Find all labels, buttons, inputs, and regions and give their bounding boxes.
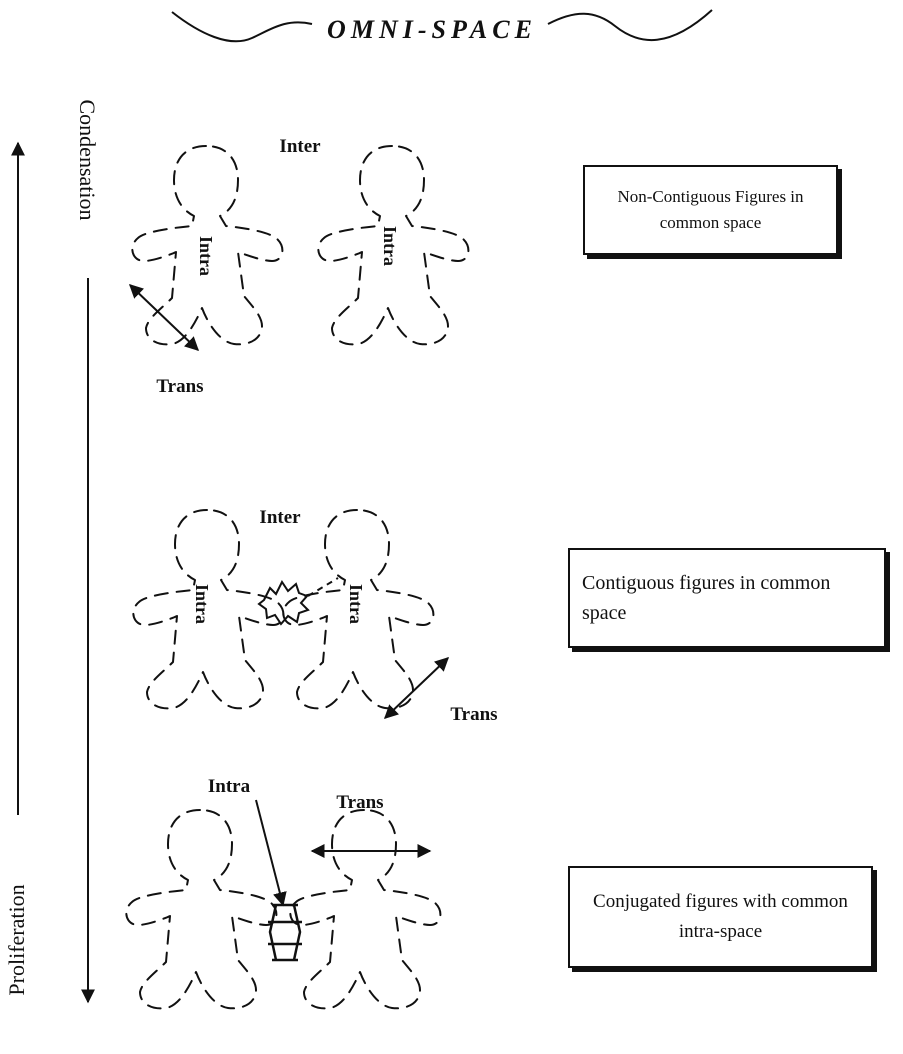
label-trans-1: Trans — [156, 376, 203, 397]
panel-2-figures: Inter Intra Intra Trans — [132, 507, 498, 725]
panel-3-figures: Intra Trans — [125, 776, 442, 1010]
figure-3-right — [289, 809, 442, 1010]
caption-box-1: Non-Contiguous Figures in common space — [583, 165, 838, 255]
caption-box-2: Contiguous figures in common space — [568, 548, 886, 648]
axis-label-proliferation: Proliferation — [4, 884, 29, 995]
trans-arrow-2 — [383, 657, 450, 719]
label-trans-3: Trans — [336, 792, 383, 813]
axis-label-condensation: Condensation — [75, 100, 100, 221]
label-inter-1: Inter — [279, 136, 321, 157]
title-banner: OMNI-SPACE — [171, 9, 713, 44]
figure-3-left — [125, 809, 278, 1010]
title-wave-right — [547, 9, 713, 42]
label-intra-2-left: Intra — [192, 584, 212, 624]
intra-pointer-arrow — [255, 799, 287, 907]
contact-connector — [307, 577, 339, 597]
caption-box-3: Conjugated figures with common intra-spa… — [568, 866, 873, 968]
title-text: OMNI-SPACE — [327, 15, 537, 44]
caption-3-text: Conjugated figures with common intra-spa… — [593, 891, 848, 942]
label-intra-3: Intra — [208, 776, 251, 797]
title-wave-left — [171, 11, 313, 43]
label-intra-1-left: Intra — [196, 236, 216, 276]
contact-starburst — [257, 580, 310, 626]
label-intra-2-right: Intra — [346, 584, 366, 624]
caption-2-text: Contiguous figures in common space — [582, 572, 831, 624]
trans-arrow-1 — [128, 284, 200, 351]
shared-intra-space — [268, 903, 302, 962]
label-inter-2: Inter — [259, 507, 301, 528]
panel-1-figures: Inter Intra Intra Trans — [128, 136, 470, 397]
caption-1-text: Non-Contiguous Figures in common space — [617, 187, 804, 232]
vertical-axis: Condensation Proliferation — [4, 100, 100, 1004]
label-intra-1-right: Intra — [380, 226, 400, 266]
label-trans-2: Trans — [450, 704, 497, 725]
